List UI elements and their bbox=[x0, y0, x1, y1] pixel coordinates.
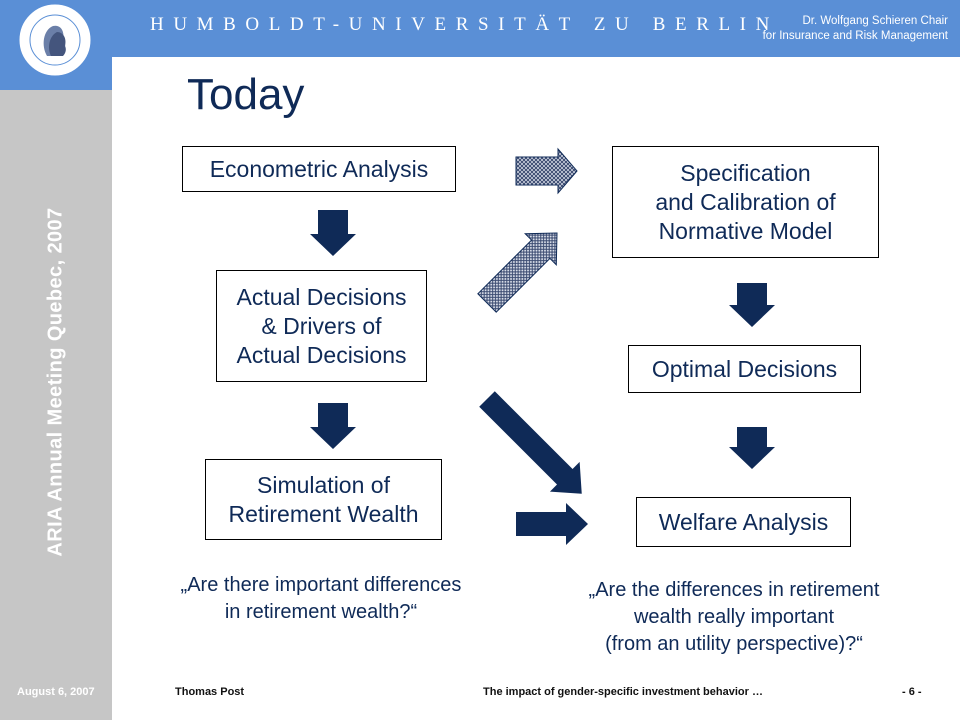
footer-author: Thomas Post bbox=[175, 686, 245, 698]
simulation-box: Simulation of Retirement Wealth bbox=[205, 459, 442, 540]
arrow-down-2-icon bbox=[310, 403, 356, 449]
arrow-diagonal-up-hatched-icon bbox=[477, 232, 558, 313]
arrow-diagonal-down-icon bbox=[479, 391, 582, 494]
university-seal-icon bbox=[18, 3, 92, 77]
quote-right: „Are the differences in retirement wealt… bbox=[588, 579, 880, 655]
chair-line-2: for Insurance and Risk Management bbox=[762, 30, 948, 42]
sidebar bbox=[0, 57, 112, 720]
chair-line-1: Dr. Wolfgang Schieren Chair bbox=[802, 15, 948, 27]
header-bar bbox=[0, 0, 960, 57]
university-name: HUMBOLDT-UNIVERSITÄT ZU BERLIN bbox=[150, 14, 779, 35]
footer-date: August 6, 2007 bbox=[17, 686, 95, 698]
quote-left: „Are there important differences in reti… bbox=[180, 574, 462, 623]
specification-box: Specification and Calibration of Normati… bbox=[612, 146, 879, 258]
arrow-down-3-icon bbox=[729, 283, 775, 327]
actual-decisions-box: Actual Decisions & Drivers of Actual Dec… bbox=[216, 270, 427, 382]
footer-talk-title: The impact of gender-specific investment… bbox=[483, 686, 763, 698]
arrow-right-hatched-icon bbox=[515, 147, 578, 195]
econometric-analysis-box: Econometric Analysis bbox=[182, 146, 456, 192]
logo-area bbox=[0, 0, 112, 90]
optimal-decisions-box: Optimal Decisions bbox=[628, 345, 861, 393]
arrow-down-4-icon bbox=[729, 427, 775, 469]
chair-label: Dr. Wolfgang Schieren Chair for Insuranc… bbox=[763, 14, 948, 44]
slide-title: Today bbox=[187, 70, 305, 119]
arrow-right-to-welfare-icon bbox=[516, 503, 588, 545]
welfare-analysis-box: Welfare Analysis bbox=[636, 497, 851, 547]
page-number: - 6 - bbox=[902, 686, 922, 698]
arrow-down-1-icon bbox=[310, 210, 356, 256]
